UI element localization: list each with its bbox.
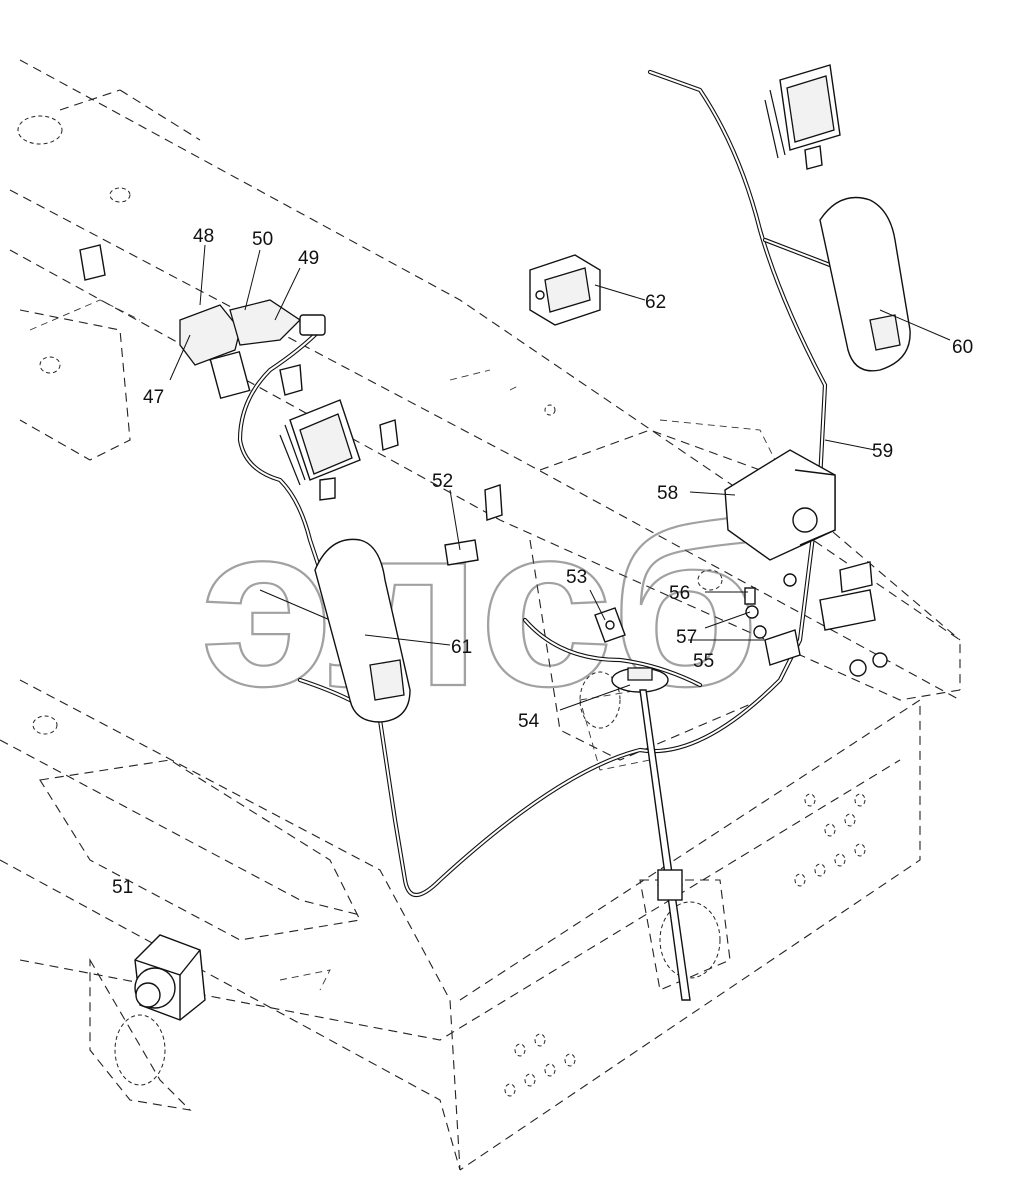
mirror-60 — [819, 196, 911, 372]
callout-47: 47 — [143, 387, 164, 408]
sensor-53 — [594, 607, 626, 643]
callout-52: 52 — [432, 471, 453, 492]
wiring-harness — [237, 69, 833, 898]
callout-labels: 47 48 49 50 51 52 53 54 55 56 57 58 59 6… — [112, 226, 973, 898]
watermark: элсб TM — [199, 476, 767, 735]
machine-frame-outline — [0, 59, 961, 1171]
bracket-52 — [444, 484, 503, 566]
relay-switch-cluster — [79, 244, 399, 451]
callout-55: 55 — [693, 651, 714, 672]
work-lamp-right — [764, 64, 841, 170]
callout-60: 60 — [952, 337, 973, 358]
watermark-text: элсб — [200, 477, 760, 734]
callout-59: 59 — [872, 441, 893, 462]
work-lamp-left — [279, 399, 361, 501]
fuel-sender-54 — [611, 667, 691, 1001]
mirror-61 — [314, 538, 411, 723]
rear-camera-62 — [529, 254, 601, 326]
callout-51: 51 — [112, 877, 133, 898]
callout-53: 53 — [566, 567, 587, 588]
callout-62: 62 — [645, 292, 666, 313]
callout-58: 58 — [657, 483, 678, 504]
callout-48: 48 — [193, 226, 214, 247]
callout-61: 61 — [451, 637, 472, 658]
callout-50: 50 — [252, 229, 273, 250]
switch-box-51 — [134, 934, 206, 1021]
callout-49: 49 — [298, 248, 319, 269]
callout-56: 56 — [669, 583, 690, 604]
fittings-55-57 — [744, 561, 888, 677]
callout-57: 57 — [676, 627, 697, 648]
horn-58 — [724, 449, 836, 561]
callout-54: 54 — [518, 711, 540, 732]
leader-lines — [169, 244, 951, 711]
